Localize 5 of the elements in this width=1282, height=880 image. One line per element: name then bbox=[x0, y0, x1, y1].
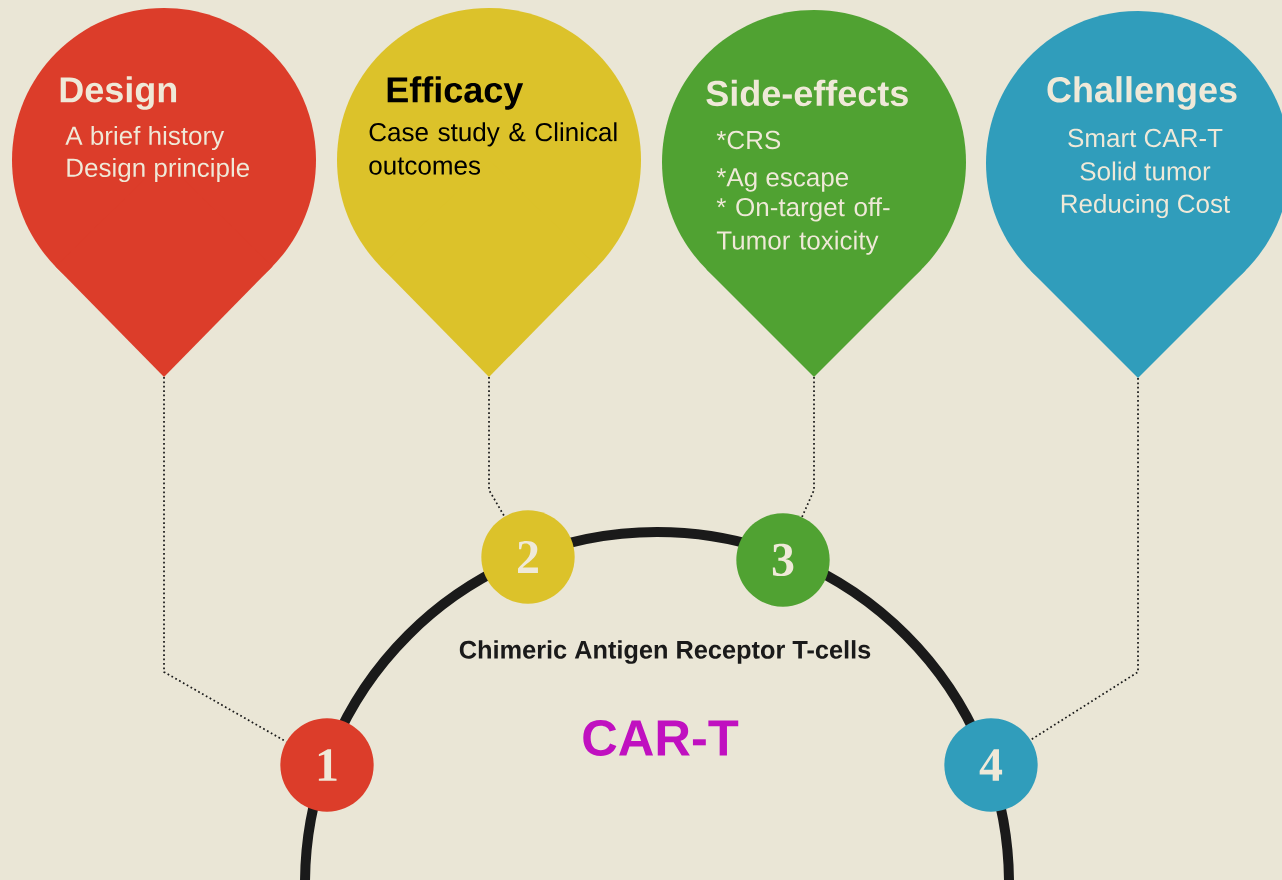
leader-line bbox=[801, 376, 815, 518]
leader-line bbox=[488, 376, 506, 518]
center-title: CAR-T bbox=[583, 720, 739, 756]
curved-title: Chimeric Antigen Receptor T-cells bbox=[459, 640, 871, 664]
leader-line bbox=[1029, 377, 1139, 741]
